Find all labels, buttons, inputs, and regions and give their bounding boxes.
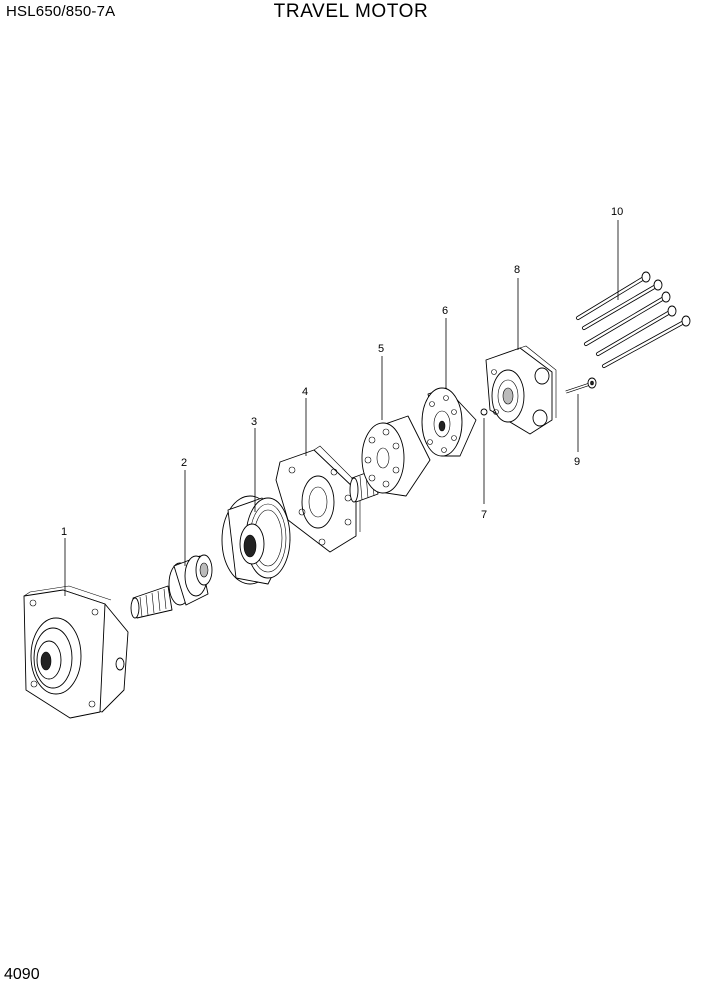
part-1-housing [23,585,129,719]
part-9-small-bolt [565,377,597,394]
callout-4: 4 [302,386,308,398]
part-4-cover-plate [275,445,361,553]
callout-6: 6 [442,305,448,317]
callout-10: 10 [611,206,623,218]
callout-8: 8 [514,264,520,276]
callout-7: 7 [481,509,487,521]
callout-2: 2 [181,457,187,469]
callout-3: 3 [251,416,257,428]
part-6-valve-plate [421,387,477,457]
callout-9: 9 [574,456,580,468]
callout-1: 1 [61,526,67,538]
model-code: HSL650/850-7A [6,3,116,20]
part-7-pin [480,408,488,416]
callout-5: 5 [378,343,384,355]
page-number: 4090 [4,966,40,983]
part-2-shaft [130,554,213,619]
part-5-cylinder-block [349,415,431,503]
part-3-ring-gear [221,495,291,585]
part-10-tie-bolts [576,271,691,368]
part-8-rear-housing [485,345,557,435]
page-title: TRAVEL MOTOR [273,1,429,22]
